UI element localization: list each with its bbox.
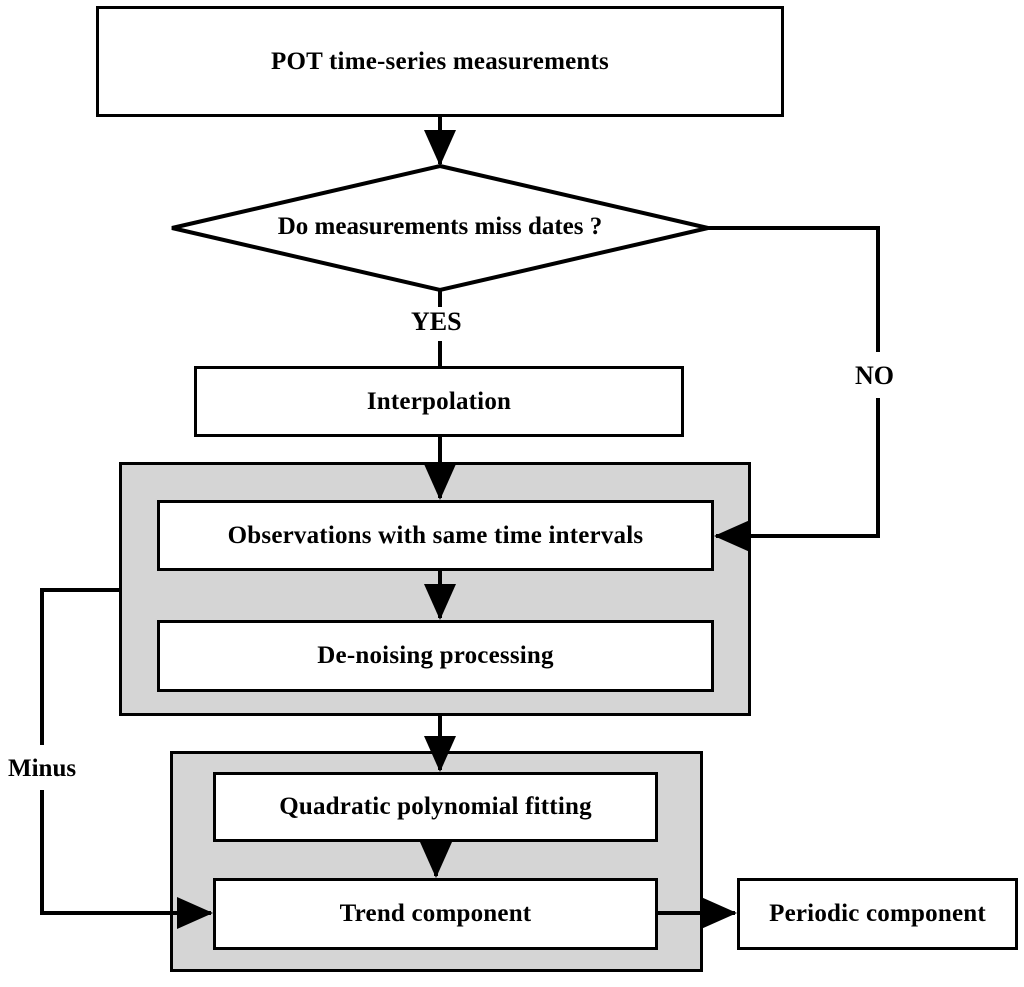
node-de-noising-processing[interactable]: De-noising processing: [157, 620, 714, 692]
edge-label-no: NO: [855, 361, 894, 390]
node-observations-with-same-time-intervals[interactable]: Observations with same time intervals: [157, 500, 714, 571]
edge-no-branch-upper: [705, 226, 880, 352]
decision-node-label: Do measurements miss dates ?: [277, 213, 603, 240]
node-interpolation[interactable]: Interpolation: [194, 366, 684, 437]
node-trend-component[interactable]: Trend component: [213, 878, 658, 950]
edge-label-yes: YES: [411, 307, 462, 336]
edge-minus-branch-upper: [40, 588, 119, 745]
node-quadratic-polynomial-fitting[interactable]: Quadratic polynomial fitting: [213, 772, 658, 842]
node-pot-time-series-measurements[interactable]: POT time-series measurements: [96, 6, 784, 117]
edge-label-minus: Minus: [8, 755, 77, 782]
node-periodic-component[interactable]: Periodic component: [737, 878, 1018, 950]
